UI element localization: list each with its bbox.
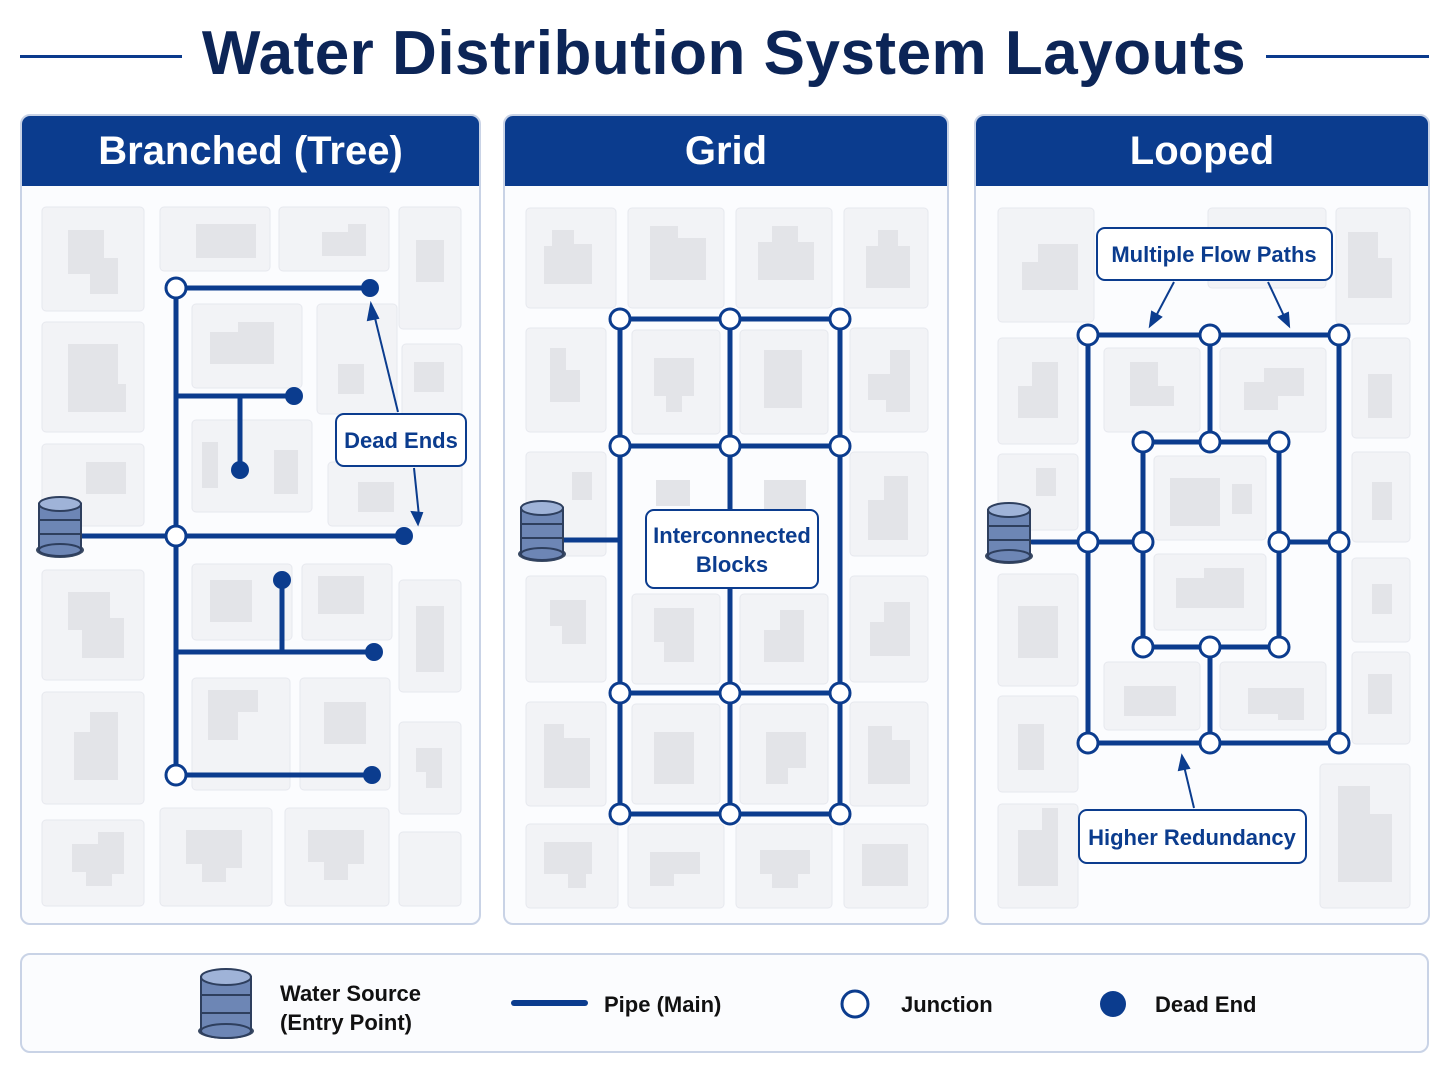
title-rule-right <box>1266 55 1429 58</box>
callout-interconnected-blocks: Interconnected Blocks <box>645 509 819 589</box>
looped-diagram: Multiple Flow Paths Higher Redundancy <box>985 207 1411 909</box>
junction-nodes <box>1076 323 1351 755</box>
water-tank-icon <box>198 968 254 1039</box>
city-blocks <box>997 207 1411 909</box>
panel-heading-grid: Grid <box>505 116 947 186</box>
junction-nodes <box>164 276 188 787</box>
callout-dead-ends: Dead Ends <box>335 413 467 467</box>
grid-diagram: Interconnected Blocks <box>518 207 929 909</box>
callout-higher-redundancy-label: Higher Redundancy <box>1088 825 1297 850</box>
panel-heading-branched: Branched (Tree) <box>22 116 479 186</box>
callout-interconnected-line1: Interconnected <box>653 523 811 548</box>
water-tank-icon <box>518 500 566 562</box>
dead-end-nodes <box>231 279 413 784</box>
city-blocks <box>525 207 929 909</box>
legend: Water Source (Entry Point) Pipe (Main) J… <box>20 953 1429 1053</box>
panel-heading-looped: Looped <box>976 116 1428 186</box>
legend-symbols <box>198 968 1126 1039</box>
junction-node-icon <box>840 989 870 1019</box>
legend-water-source-line2: (Entry Point) <box>280 1010 412 1035</box>
branched-diagram: Dead Ends <box>36 206 467 907</box>
water-tank-icon <box>985 502 1033 564</box>
water-tank-icon <box>36 496 84 558</box>
callout-multiple-flow-paths-label: Multiple Flow Paths <box>1111 242 1316 267</box>
city-blocks <box>41 206 463 907</box>
callout-higher-redundancy: Higher Redundancy <box>1078 809 1307 864</box>
callout-interconnected-line2: Blocks <box>696 552 768 577</box>
legend-junction-label: Junction <box>901 992 993 1017</box>
panel-looped: Looped <box>974 114 1430 925</box>
callout-multiple-flow-paths: Multiple Flow Paths <box>1096 227 1333 281</box>
panel-branched: Branched (Tree) <box>20 114 481 925</box>
panel-grid: Grid <box>503 114 949 925</box>
legend-water-source-label: Water Source (Entry Point) <box>280 979 421 1037</box>
title-rule-left <box>20 55 182 58</box>
junction-nodes <box>608 307 852 826</box>
legend-pipe-label: Pipe (Main) <box>604 992 722 1017</box>
looped-arrows <box>1148 281 1291 809</box>
legend-dead-end-label: Dead End <box>1155 992 1257 1017</box>
title-bar: Water Distribution System Layouts <box>0 0 1448 110</box>
page-title: Water Distribution System Layouts <box>201 19 1247 88</box>
dead-end-node-icon <box>1100 991 1126 1017</box>
legend-water-source-line1: Water Source <box>280 981 422 1006</box>
branched-arrows <box>366 300 424 527</box>
callout-dead-ends-label: Dead Ends <box>344 428 458 453</box>
